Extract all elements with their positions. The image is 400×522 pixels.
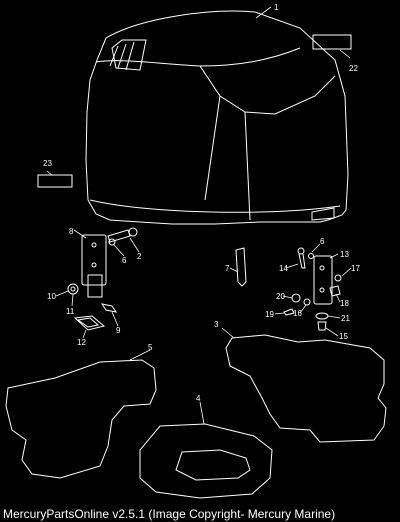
callout-2[interactable]: 2 [137,252,142,261]
clip-17[interactable] [334,274,342,282]
callout-10[interactable]: 10 [47,292,56,301]
bolt-2[interactable] [107,227,138,243]
washer-16[interactable] [303,298,311,306]
grommet-21[interactable] [315,312,329,320]
callout-6-right[interactable]: 6 [320,237,325,246]
gasket-4[interactable] [139,423,273,499]
foam-5[interactable] [5,359,157,479]
callout-9[interactable]: 9 [116,326,121,335]
pad-12[interactable] [73,315,106,331]
callout-20[interactable]: 20 [276,292,285,301]
callout-13[interactable]: 13 [340,250,349,259]
callout-11[interactable]: 11 [66,307,75,316]
screw-9[interactable] [100,303,118,313]
callout-21[interactable]: 21 [341,314,350,323]
label-23[interactable] [37,174,73,188]
screw-15[interactable] [317,321,327,331]
callout-16[interactable]: 16 [293,309,302,318]
top-cowl[interactable] [85,10,349,225]
callout-4[interactable]: 4 [196,394,201,403]
callout-6-left[interactable]: 6 [122,256,127,265]
callout-7[interactable]: 7 [225,264,230,273]
bushing-11[interactable] [67,283,79,295]
callout-23[interactable]: 23 [43,159,52,168]
nut-20[interactable] [291,293,301,303]
callout-12[interactable]: 12 [77,338,86,347]
washer-6-right[interactable] [308,253,314,259]
bracket-8[interactable] [81,234,107,298]
copyright-footer: MercuryPartsOnline v2.5.1 (Image Copyrig… [3,507,336,521]
callout-1[interactable]: 1 [274,3,279,12]
callout-8[interactable]: 8 [69,227,74,236]
callout-19[interactable]: 19 [265,310,274,319]
callout-17[interactable]: 17 [351,264,360,273]
washer-6-left[interactable] [108,238,116,246]
callout-14[interactable]: 14 [279,264,288,273]
bracket-13[interactable] [313,255,333,305]
foam-3[interactable] [225,334,387,443]
grommet-18[interactable] [329,285,341,297]
clip-7[interactable] [235,247,247,287]
callout-15[interactable]: 15 [339,332,348,341]
label-22[interactable] [312,34,352,50]
callout-5[interactable]: 5 [148,343,153,352]
callout-numbers: 1 2 3 4 5 6 6 7 8 9 10 11 12 13 14 15 16… [43,3,360,403]
bolt-14[interactable] [297,247,306,269]
callout-18[interactable]: 18 [340,299,349,308]
callout-22[interactable]: 22 [349,64,358,73]
callout-3[interactable]: 3 [214,320,219,329]
screw-19[interactable] [283,308,295,316]
leader-lines [46,6,352,425]
